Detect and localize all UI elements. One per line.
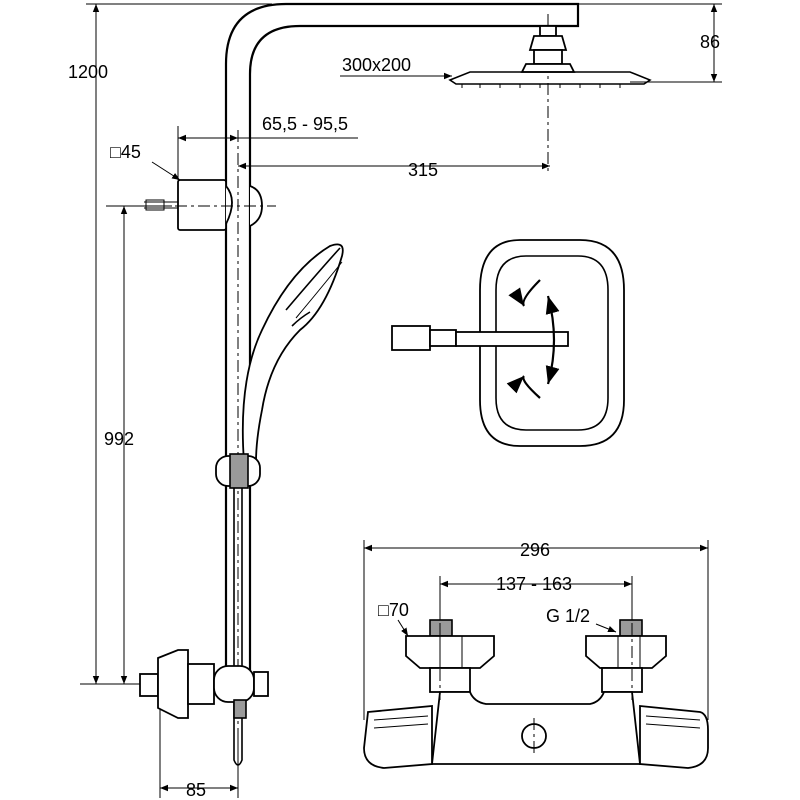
dimension-valve-projection: 85 [159, 700, 239, 800]
dim-label-315: 315 [408, 160, 438, 180]
dim-label-thread: G 1/2 [546, 606, 590, 626]
dimension-wall-bracket: □45 [110, 142, 181, 181]
dimension-valve-body: □70 [378, 600, 409, 637]
wall-bracket [106, 179, 276, 231]
thermostat-side-view [139, 649, 269, 719]
hand-shower [215, 243, 344, 766]
dimension-inlet-centres: 137 - 163 [439, 574, 633, 620]
dimension-thermostat-width: 296 [363, 540, 709, 720]
dim-label-992: 992 [104, 429, 134, 449]
dimension-rain-shower-size: 300x200 [340, 55, 452, 80]
dim-label-300x200: 300x200 [342, 55, 411, 75]
dimension-thread: G 1/2 [546, 606, 617, 633]
dim-label-85: 85 [186, 780, 206, 800]
dim-label-1200: 1200 [68, 62, 108, 82]
dim-label-137-163: 137 - 163 [496, 574, 572, 594]
dim-label-square-45: □45 [110, 142, 141, 162]
dimension-bracket-range: 65,5 - 95,5 [177, 114, 358, 180]
arm-rotation-top-view [391, 239, 625, 447]
rain-shower-head [448, 25, 652, 88]
dimension-arm-projection: 315 [238, 160, 550, 180]
dimension-total-height: 1200 [68, 3, 272, 684]
thermostat-front-view [363, 619, 709, 769]
dimension-arm-height: 86 [578, 3, 722, 83]
dim-label-296: 296 [520, 540, 550, 560]
dim-label-86: 86 [700, 32, 720, 52]
dim-label-bracket-range: 65,5 - 95,5 [262, 114, 348, 134]
dimension-rail-height: 992 [80, 205, 172, 685]
dim-label-square-70: □70 [378, 600, 409, 620]
